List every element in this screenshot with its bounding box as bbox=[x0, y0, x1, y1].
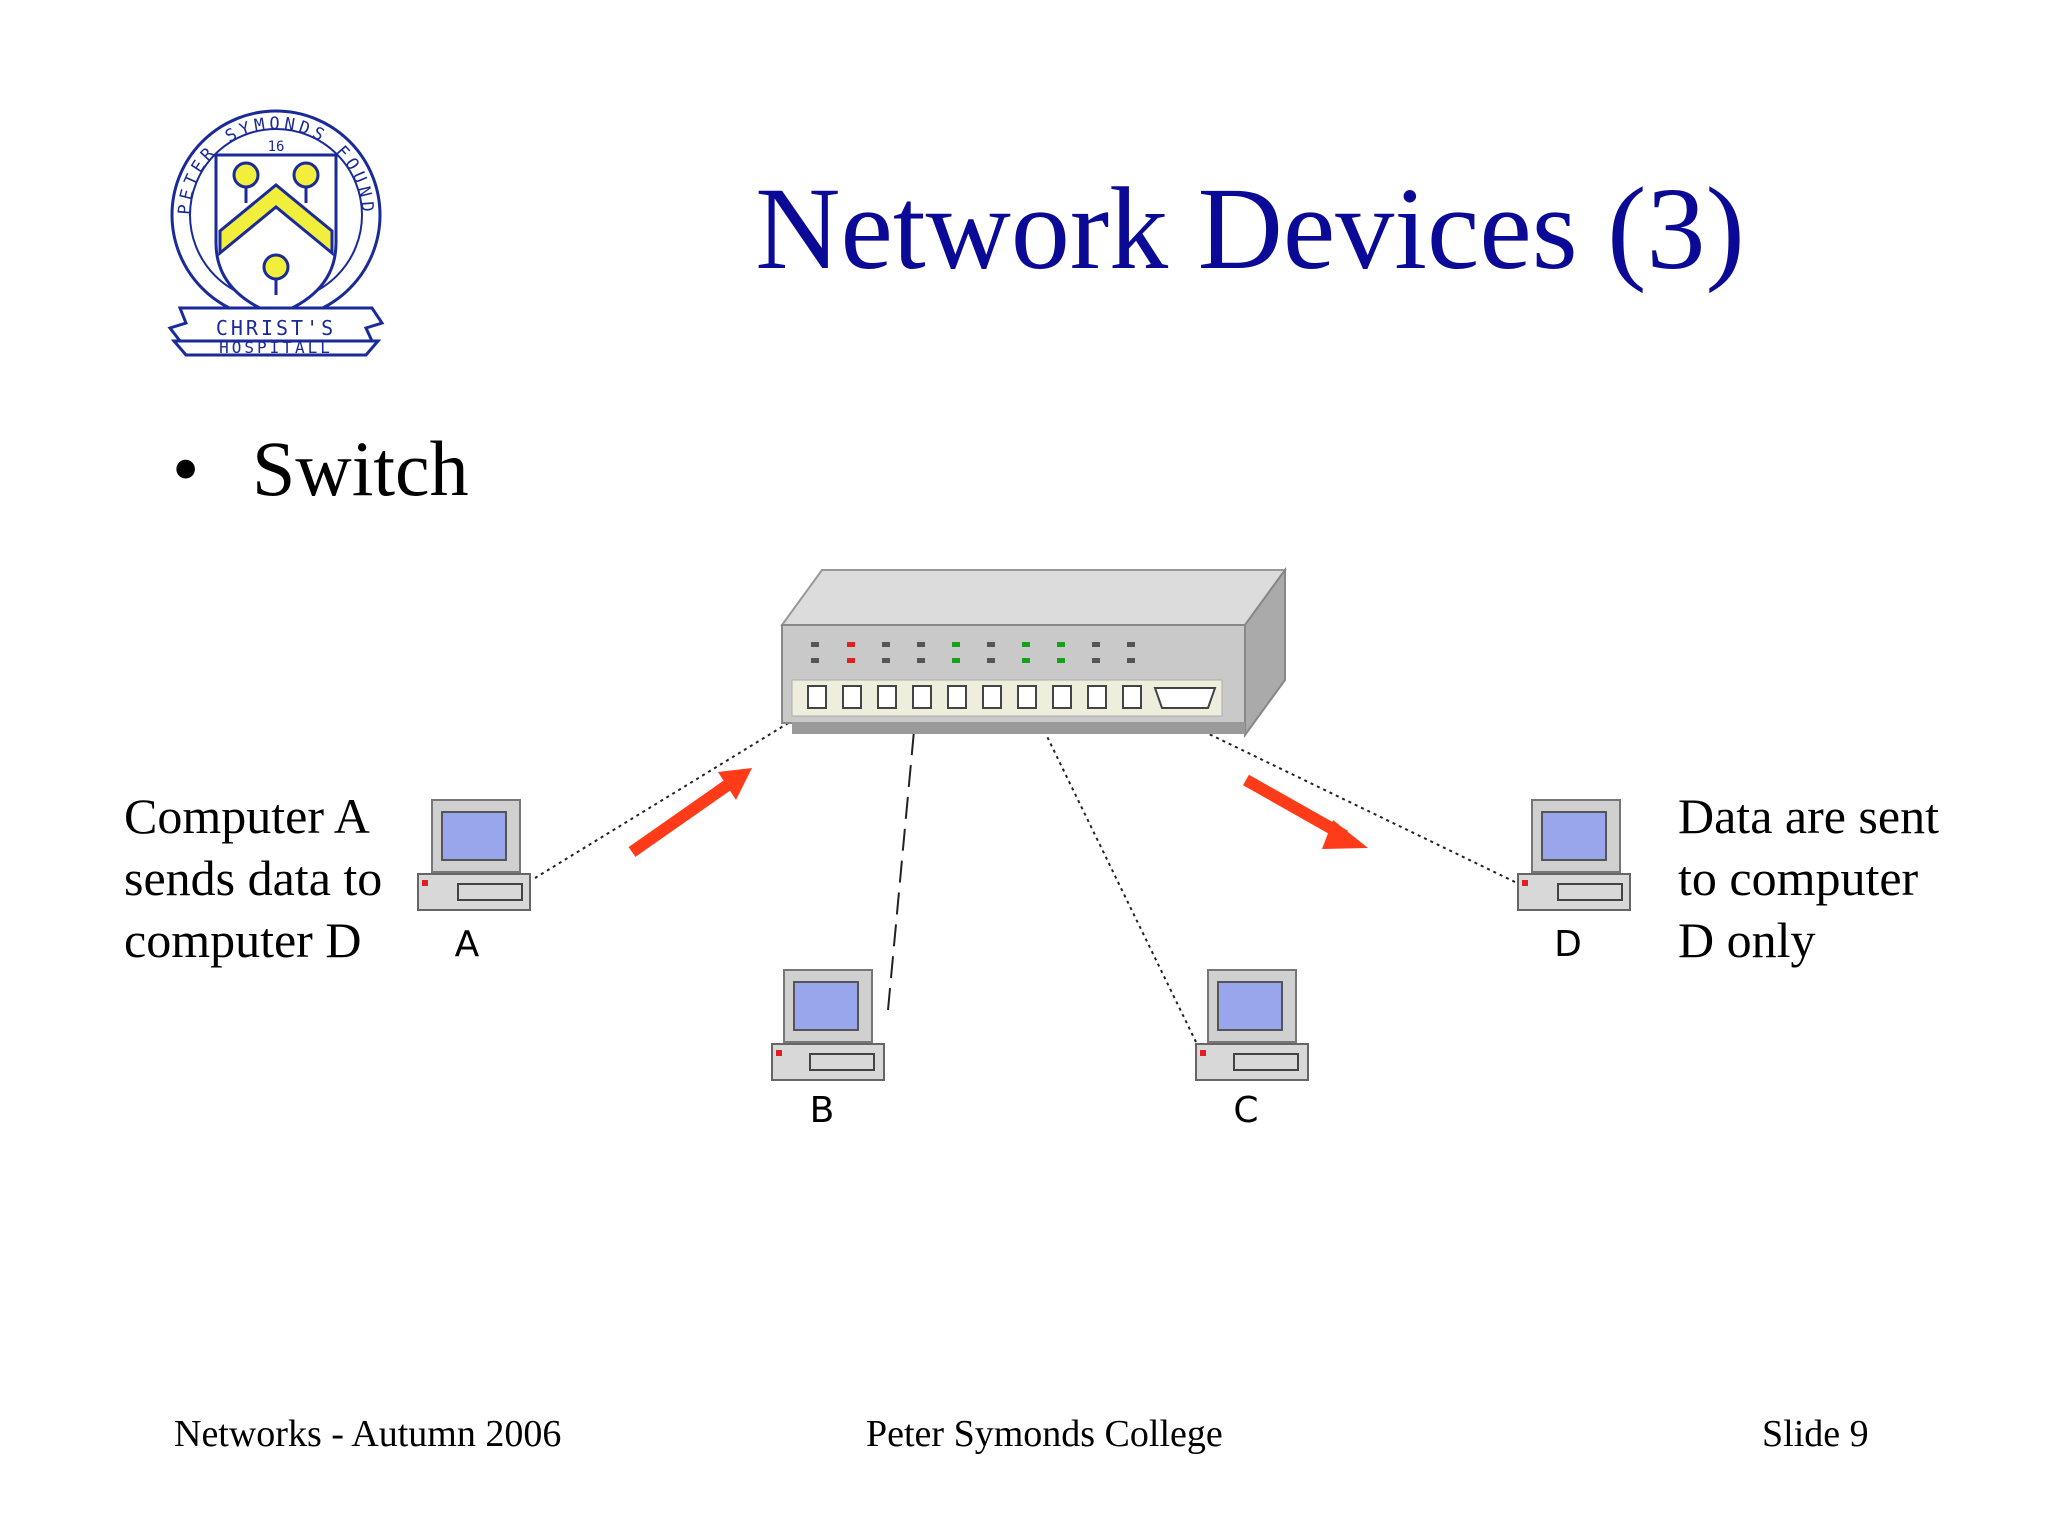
logo-bottom-text: HOSPITALL bbox=[219, 338, 333, 357]
computer-b bbox=[771, 969, 885, 1081]
computer-a-label: A bbox=[455, 924, 480, 965]
logo-ribbon-text: CHRIST'S bbox=[216, 316, 336, 340]
computer-b-label: B bbox=[810, 1090, 835, 1131]
arrow-a-to-switch bbox=[628, 768, 752, 857]
footer-course: Networks - Autumn 2006 bbox=[174, 1413, 562, 1455]
switch-device bbox=[780, 566, 1287, 739]
logo-year-text: 16 bbox=[268, 139, 285, 155]
caption-right-line: Data are sent bbox=[1678, 788, 1939, 844]
computer-d bbox=[1517, 799, 1631, 911]
caption-right: Data are sent to computer D only bbox=[1678, 785, 1939, 971]
bullet-dot-icon: • bbox=[172, 425, 200, 512]
link-c bbox=[1039, 721, 1197, 1043]
caption-left-line: Computer A bbox=[124, 788, 370, 844]
bullet-text: Switch bbox=[252, 425, 469, 512]
slide-title: Network Devices (3) bbox=[755, 163, 1745, 294]
computer-a bbox=[417, 799, 531, 911]
computer-c-label: C bbox=[1233, 1090, 1258, 1131]
bullet-item: •Switch bbox=[172, 430, 469, 508]
college-crest-logo: 16 CHRIST'S HOSPITALL PETER SYMONDS FOUN… bbox=[160, 103, 385, 357]
caption-left-line: sends data to bbox=[124, 850, 383, 906]
footer-college: Peter Symonds College bbox=[866, 1413, 1223, 1455]
footer-slide-number: Slide 9 bbox=[1762, 1413, 1869, 1455]
caption-right-line: D only bbox=[1678, 912, 1816, 968]
link-b bbox=[887, 719, 916, 1011]
link-d bbox=[1179, 719, 1516, 883]
computer-c bbox=[1195, 969, 1309, 1081]
caption-left: Computer A sends data to computer D bbox=[124, 785, 382, 971]
link-a bbox=[534, 721, 791, 879]
arrow-switch-to-d bbox=[1243, 774, 1368, 849]
computer-d-label: D bbox=[1554, 924, 1582, 965]
caption-left-line: computer D bbox=[124, 912, 362, 968]
caption-right-line: to computer bbox=[1678, 850, 1919, 906]
